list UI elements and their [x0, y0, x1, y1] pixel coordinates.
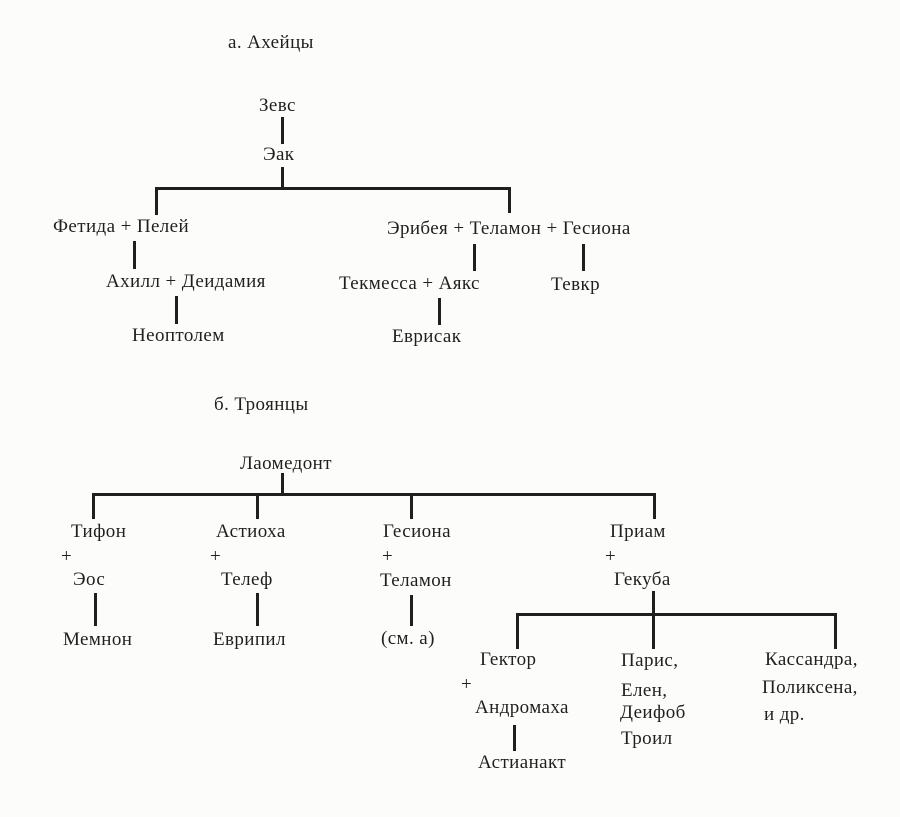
- line-telamon-ajax: [473, 244, 476, 271]
- line-drop-peleus: [155, 187, 158, 215]
- bar-priam-children: [516, 613, 837, 616]
- node-hector: Гектор: [480, 649, 537, 670]
- line-drop-tithon: [92, 493, 95, 519]
- line-drop-astyoche: [256, 493, 259, 519]
- line-andromache-astyanax: [513, 725, 516, 751]
- line-laomedon-stem: [281, 473, 284, 494]
- section-a-title: а. Ахейцы: [228, 32, 314, 53]
- couple-thetis-peleus: Фетида + Пелей: [53, 216, 190, 237]
- couple-achilles-deidamia: Ахилл + Деидамия: [106, 271, 266, 292]
- line-drop-priam: [653, 493, 656, 519]
- node-helenus: Елен,: [621, 680, 668, 701]
- line-drop-telamon: [508, 187, 511, 213]
- line-drop-hector: [516, 613, 519, 649]
- node-paris: Парис,: [621, 650, 679, 671]
- line-telephus-eurypylus: [256, 593, 259, 626]
- node-teucer: Тевкр: [551, 274, 601, 295]
- bar-aeacus-children: [155, 187, 511, 190]
- node-eurypylus: Еврипил: [213, 629, 286, 650]
- node-eos: Эос: [73, 569, 106, 590]
- node-astyoche: Астиоха: [216, 521, 286, 542]
- node-deiphobus: Деифоб: [620, 702, 686, 723]
- couple-eriboea-telamon-hesione: Эрибея + Теламон + Гесиона: [387, 218, 631, 239]
- line-ajax-eurysaces: [438, 298, 441, 325]
- node-hecuba: Гекуба: [614, 569, 671, 590]
- node-priam: Приам: [610, 521, 666, 542]
- node-polyxena: Поликсена,: [762, 677, 858, 698]
- line-hesione-teucer: [582, 244, 585, 271]
- node-astyanax: Астианакт: [478, 752, 567, 773]
- line-drop-hesione: [410, 493, 413, 519]
- node-see-section-a: (см. а): [381, 628, 435, 649]
- node-hesione: Гесиона: [383, 521, 451, 542]
- line-telamon-see-a: [410, 595, 413, 626]
- line-zeus-aeacus: [281, 117, 284, 144]
- line-achilles-neoptolemus: [175, 296, 178, 324]
- node-tithon: Тифон: [71, 521, 127, 542]
- node-andromache: Андромаха: [475, 697, 569, 718]
- node-aeacus: Эак: [263, 144, 295, 165]
- node-telamon: Теламон: [380, 570, 452, 591]
- node-troilus: Троил: [621, 728, 673, 749]
- plus-astyoche-telephus: +: [210, 546, 222, 567]
- node-cassandra: Кассандра,: [765, 649, 858, 670]
- plus-tithon-eos: +: [61, 546, 73, 567]
- line-eos-memnon: [94, 593, 97, 626]
- line-peleus-achilles: [133, 241, 136, 269]
- section-b-title: б. Троянцы: [214, 394, 309, 415]
- node-memnon: Мемнон: [63, 629, 133, 650]
- node-telephus: Телеф: [221, 569, 273, 590]
- node-neoptolemus: Неоптолем: [132, 325, 225, 346]
- plus-priam-hecuba: +: [605, 546, 617, 567]
- node-et-al: и др.: [764, 704, 805, 725]
- line-drop-paris: [652, 613, 655, 649]
- line-hecuba-stem: [652, 591, 655, 614]
- node-eurysaces: Еврисак: [392, 326, 462, 347]
- node-laomedon: Лаомедонт: [240, 453, 332, 474]
- plus-hector-andromache: +: [461, 674, 473, 695]
- couple-tecmessa-ajax: Текмесса + Аякс: [339, 273, 480, 294]
- line-aeacus-stem: [281, 167, 284, 188]
- node-zeus: Зевс: [259, 95, 296, 116]
- line-drop-cassandra: [834, 613, 837, 649]
- plus-hesione-telamon: +: [382, 546, 394, 567]
- bar-laomedon-children: [92, 493, 656, 496]
